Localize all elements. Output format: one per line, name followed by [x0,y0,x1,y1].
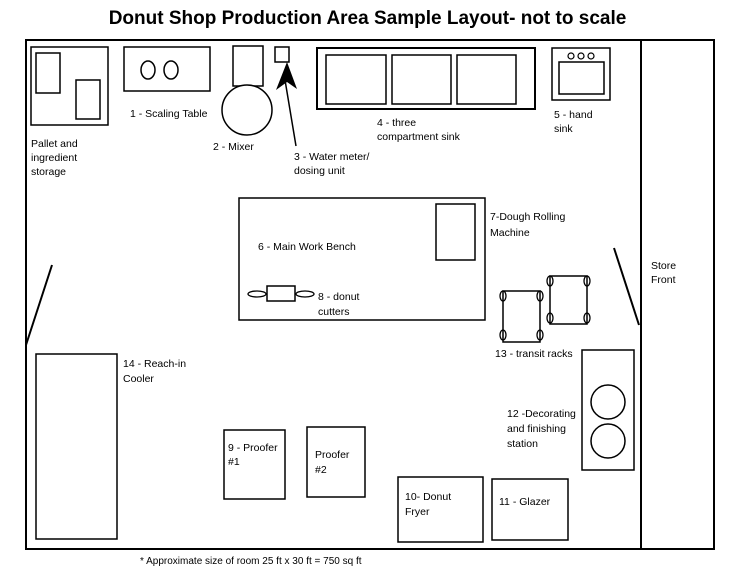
dough-rolling-machine [435,203,476,261]
hand-sink [551,47,611,101]
proofer-2 [306,426,366,498]
proofer-1 [223,429,286,500]
scaling-table-label: 1 - Scaling Table [130,108,208,120]
water-meter [274,46,297,147]
decorating-station [581,349,635,471]
footnote: * Approximate size of room 25 ft x 30 ft… [140,556,362,567]
reach-in-cooler [35,353,118,540]
proofer2-label: Proofer#2 [315,449,350,476]
pallet-storage [30,46,109,126]
glazer-label: 11 - Glazer [499,496,551,508]
donut-cutters [247,285,315,302]
proofer1-label: 9 - Proofer#1 [228,442,278,468]
diagram-title: Donut Shop Production Area Sample Layout… [108,8,627,29]
left-door-swing [25,264,53,346]
main-work-bench [238,197,486,321]
transit-rack-left [499,290,544,343]
mixer [221,45,273,136]
glazer [491,478,569,541]
donut-fryer [397,476,484,543]
three-compartment-sink [316,47,536,110]
transit-racks-label: 13 - transit racks [495,348,573,360]
right-door-swing [613,247,640,326]
scaling-table [123,46,211,92]
work-bench-label: 6 - Main Work Bench [258,241,356,253]
room-outline [25,39,715,550]
mixer-label: 2 - Mixer [213,141,254,153]
water-meter-label: 3 - Water meter/dosing unit [294,151,370,177]
transit-rack-right [546,275,591,325]
